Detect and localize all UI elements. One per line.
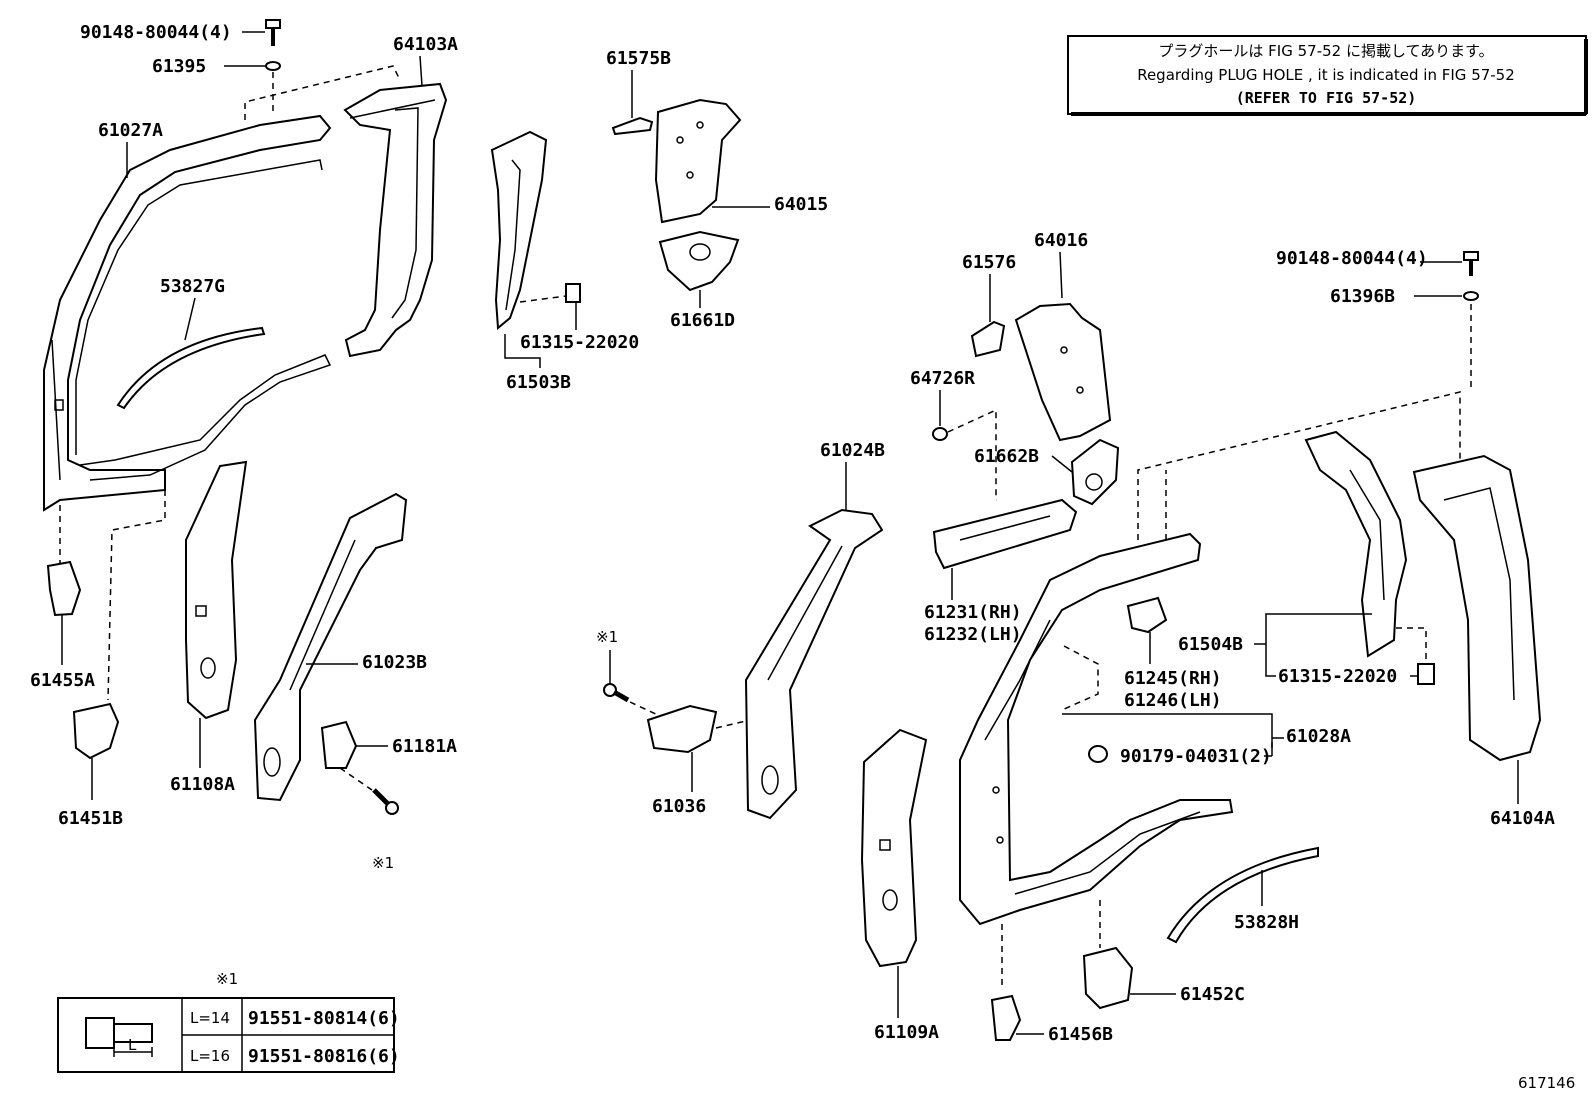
label-53828H: 53828H xyxy=(1234,912,1299,933)
note-box: プラグホールは FIG 57-52 に掲載してあります。 Regarding P… xyxy=(1067,35,1588,116)
part-53827G xyxy=(116,326,266,410)
label-61575B: 61575B xyxy=(606,48,671,69)
label-61036: 61036 xyxy=(652,796,706,817)
label-61315-left: 61315-22020 xyxy=(520,332,639,353)
part-61451B xyxy=(72,702,120,760)
bolt-icon xyxy=(85,1017,153,1057)
label-61504B: 61504B xyxy=(1178,634,1243,655)
label-64103A: 64103A xyxy=(393,34,458,55)
label-61245: 61245(RH) xyxy=(1124,668,1222,689)
label-61452C: 61452C xyxy=(1180,984,1245,1005)
label-90148-top: 90148-80044(4) xyxy=(80,22,232,43)
figure-number: 617146 xyxy=(1518,1074,1575,1092)
bolt-mark1-right xyxy=(603,683,630,703)
bolt-table: ※1 L L=14 91551-80814(6) L=16 91551-8081… xyxy=(57,970,400,1073)
part-61661D xyxy=(658,230,740,292)
part-61028A xyxy=(959,532,1234,926)
label-61396B: 61396B xyxy=(1330,286,1395,307)
part-61036 xyxy=(646,704,718,754)
label-61231: 61231(RH) xyxy=(924,602,1022,623)
part-61109A xyxy=(860,728,928,968)
part-61455A xyxy=(46,560,82,617)
label-64015: 64015 xyxy=(774,194,828,215)
label-61661D: 61661D xyxy=(670,310,735,331)
label-64016: 64016 xyxy=(1034,230,1088,251)
washer-61395 xyxy=(224,61,281,71)
label-64726R: 64726R xyxy=(910,368,975,389)
part-61231 xyxy=(932,498,1078,570)
label-mark1-b: ※1 xyxy=(372,854,394,872)
bolt-dim-label: L xyxy=(128,1036,137,1054)
part-61662B xyxy=(1070,438,1120,506)
label-61027A: 61027A xyxy=(98,120,163,141)
label-61451B: 61451B xyxy=(58,808,123,829)
part-61024B xyxy=(744,508,884,820)
part-61452C xyxy=(1082,946,1134,1010)
label-61503B: 61503B xyxy=(506,372,571,393)
clip-61315-left xyxy=(519,283,581,330)
label-61024B: 61024B xyxy=(820,440,885,461)
label-61181A: 61181A xyxy=(392,736,457,757)
part-64103A xyxy=(343,82,448,358)
label-90148-right: 90148-80044(4) xyxy=(1276,248,1428,269)
nut-90179 xyxy=(1088,745,1108,763)
part-64104A xyxy=(1412,454,1542,762)
bolt-row-2-length: L=16 xyxy=(190,1047,230,1065)
label-61108A: 61108A xyxy=(170,774,235,795)
label-64104A: 64104A xyxy=(1490,808,1555,829)
part-61503B xyxy=(490,130,548,331)
label-61232: 61232(LH) xyxy=(924,624,1022,645)
bolt-90148-top xyxy=(242,19,281,46)
note-line-3: (REFER TO FIG 57-52) xyxy=(1236,89,1417,107)
label-90179: 90179-04031(2) xyxy=(1120,746,1272,767)
part-61575B xyxy=(611,116,654,136)
label-mark1-a: ※1 xyxy=(596,628,618,646)
label-61109A: 61109A xyxy=(874,1022,939,1043)
part-61027A xyxy=(43,114,332,512)
part-61576 xyxy=(970,320,1006,358)
clip-61315-right xyxy=(1396,627,1435,685)
note-line-1: プラグホールは FIG 57-52 に掲載してあります。 xyxy=(1158,42,1493,60)
label-61315-right: 61315-22020 xyxy=(1278,666,1397,687)
label-61456B: 61456B xyxy=(1048,1024,1113,1045)
part-61181A xyxy=(320,720,358,769)
bolt-row-2-part: 91551-80816(6) xyxy=(248,1046,400,1067)
part-64016 xyxy=(1014,302,1112,442)
part-61245 xyxy=(1126,596,1168,634)
label-61023B: 61023B xyxy=(362,652,427,673)
label-61576: 61576 xyxy=(962,252,1016,273)
bolt-row-1-part: 91551-80814(6) xyxy=(248,1008,400,1029)
part-64015 xyxy=(654,98,742,224)
part-61456B xyxy=(990,994,1022,1041)
label-61246: 61246(LH) xyxy=(1124,690,1222,711)
bolt-table-mark: ※1 xyxy=(216,970,238,988)
label-61662B: 61662B xyxy=(974,446,1039,467)
label-61028A: 61028A xyxy=(1286,726,1351,747)
part-61023B xyxy=(253,492,408,802)
bolt-90148-right xyxy=(1463,251,1479,276)
note-line-2: Regarding PLUG HOLE , it is indicated in… xyxy=(1137,66,1515,84)
label-61395: 61395 xyxy=(152,56,206,77)
part-64726R xyxy=(932,427,948,441)
bolt-row-1-length: L=14 xyxy=(190,1009,230,1027)
part-53828H xyxy=(1166,846,1319,944)
label-53827G: 53827G xyxy=(160,276,225,297)
bolt-mark1-left xyxy=(372,788,399,815)
part-61504B xyxy=(1304,430,1408,658)
washer-61396B xyxy=(1463,291,1479,301)
label-61455A: 61455A xyxy=(30,670,95,691)
part-61108A xyxy=(185,460,248,720)
